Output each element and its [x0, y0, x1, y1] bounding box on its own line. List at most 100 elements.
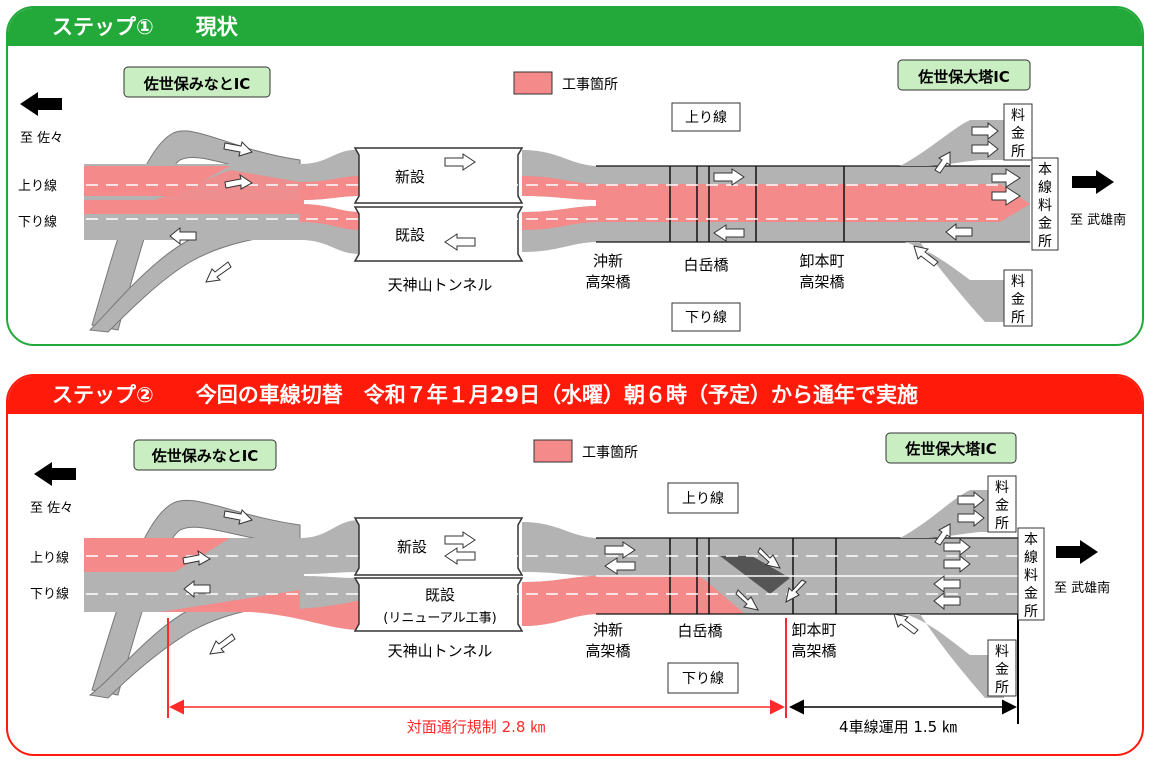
to-left-label: 至 佐々 [30, 501, 73, 516]
flow-arrows [169, 121, 1021, 283]
measure-red-label: 対面通行規制 2.8 ㎞ [407, 718, 545, 736]
construction-left-down [84, 200, 304, 214]
tunnel-old-label: 既設 [425, 586, 455, 604]
tollgate-char: 金 [1011, 126, 1025, 142]
tollgate-bottom [987, 639, 1017, 697]
lane-down-label: 下り線 [18, 214, 57, 230]
tollgate-char: 所 [995, 516, 1009, 532]
main-tollgate-char: 線 [1024, 550, 1038, 566]
right-direction-arrow [1072, 170, 1114, 194]
branch-bottom [905, 242, 1004, 322]
tunnel-new-label: 新設 [395, 168, 425, 186]
bridge1-line2: 高架橋 [585, 642, 630, 660]
left-direction-arrow [34, 462, 76, 486]
measure-black-label: 4車線運用 1.5 ㎞ [839, 718, 957, 736]
main-tollgate-char: 所 [1024, 604, 1038, 620]
ic-left-box [133, 439, 277, 471]
construction-shadow [720, 556, 790, 594]
main-tollgate-char: 所 [1038, 234, 1052, 250]
tollgate-char: 料 [995, 480, 1009, 496]
lane-up-label: 上り線 [30, 550, 69, 566]
legend-swatch [513, 71, 553, 95]
bridge2-label: 白岳橋 [677, 622, 722, 640]
box-down-label: 下り線 [685, 310, 727, 326]
construction-right [596, 184, 1030, 222]
box-up-label: 上り線 [682, 491, 724, 507]
to-left-label: 至 佐々 [20, 131, 63, 146]
tunnel-new [353, 147, 524, 204]
ic-right-label: 佐世保大塔IC [904, 440, 997, 458]
tunnel-new-label: 新設 [397, 538, 427, 556]
bridge1-line1: 沖新 [593, 252, 623, 270]
box-down [671, 302, 741, 332]
box-down [667, 662, 739, 694]
merge-down-construction [522, 206, 600, 230]
bridge3-line1: 卸本町 [791, 621, 836, 639]
flow-arrows [182, 490, 985, 655]
split-down-construction [300, 204, 360, 230]
tunnel-name: 天神山トンネル [388, 276, 493, 294]
tollgate-char: 所 [1011, 144, 1025, 160]
tollgate-top [1003, 103, 1033, 161]
ic-right-box [897, 59, 1031, 91]
left-direction-arrow [20, 92, 62, 116]
box-up [671, 102, 741, 132]
bridge3-line2: 高架橋 [791, 642, 836, 660]
bridge2-label: 白岳橋 [683, 256, 728, 274]
ic-right-box [885, 432, 1017, 464]
main-tollgate-char: 金 [1038, 216, 1052, 232]
merge-up-construction [522, 176, 600, 200]
tunnel-old-label: 既設 [395, 226, 425, 244]
to-right-label: 至 武雄南 [1054, 580, 1110, 596]
legend-label: 工事箇所 [562, 76, 618, 93]
tollgate-char: 料 [1011, 274, 1025, 290]
tollgate-bottom [1003, 269, 1033, 327]
step2-diagram [34, 462, 1098, 724]
bridge3-line1: 卸本町 [799, 252, 844, 270]
tunnel-old [353, 577, 524, 632]
construction-left-down [160, 590, 300, 612]
tollgate-char: 料 [1011, 108, 1025, 124]
lane-up-label: 上り線 [18, 178, 57, 194]
tollgate-char: 所 [1011, 310, 1025, 326]
tollgate-char: 所 [995, 680, 1009, 696]
lane-down-label: 下り線 [30, 586, 69, 602]
bridge3-line2: 高架橋 [799, 273, 844, 291]
right-direction-arrow [1056, 540, 1098, 564]
ic-left-box [123, 66, 271, 98]
main-tollgate-char: 線 [1038, 180, 1052, 196]
tunnel-name: 天神山トンネル [388, 642, 493, 660]
construction-left-up [84, 166, 230, 196]
ic-left-label: 佐世保みなとIC [151, 447, 259, 465]
split-up-construction [300, 176, 360, 200]
tollgate-char: 料 [995, 644, 1009, 660]
tollgate-char: 金 [1011, 292, 1025, 308]
box-up [667, 482, 739, 514]
main-tollgate-char: 本 [1024, 532, 1038, 548]
bridge1-line2: 高架橋 [585, 273, 630, 291]
ic-left-label: 佐世保みなとIC [143, 75, 251, 93]
tollgate-top [987, 475, 1017, 533]
legend-label: 工事箇所 [582, 444, 638, 461]
tunnel-new [353, 517, 524, 576]
to-right-label: 至 武雄南 [1070, 212, 1126, 228]
legend-swatch [533, 439, 573, 463]
tunnel-old-note: (リニューアル工事) [383, 611, 497, 626]
tollgate-char: 金 [995, 498, 1009, 514]
step1-diagram [20, 92, 1114, 333]
tunnel-old [353, 206, 524, 262]
box-up-label: 上り線 [685, 110, 727, 126]
step2-header: ステップ② 今回の車線切替 令和７年１月29日（水曜）朝６時（予定）から通年で実… [8, 376, 1142, 414]
main-tollgate-char: 料 [1038, 198, 1052, 214]
box-down-label: 下り線 [682, 671, 724, 687]
main-tollgate-char: 料 [1024, 568, 1038, 584]
bridge1-line1: 沖新 [593, 621, 623, 639]
ic-right-label: 佐世保大塔IC [917, 68, 1010, 86]
main-tollgate-char: 金 [1024, 586, 1038, 602]
step1-header: ステップ① 現状 [8, 8, 1142, 46]
tollgate-char: 金 [995, 662, 1009, 678]
main-tollgate [1031, 157, 1059, 251]
main-tollgate [1017, 527, 1045, 621]
construction-left-up [84, 538, 230, 572]
